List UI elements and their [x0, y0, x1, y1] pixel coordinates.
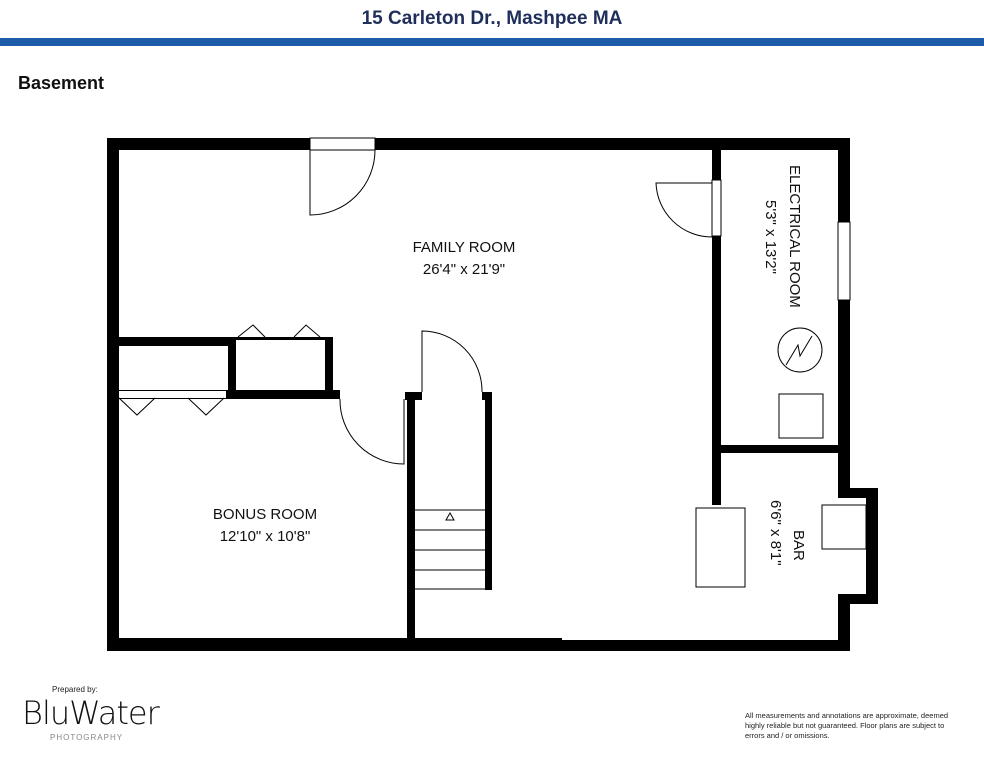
utility-box [778, 393, 824, 439]
floor-name: Basement [18, 73, 105, 93]
page-title: 15 Carleton Dr., Mashpee MA [361, 8, 623, 29]
room-dims-bonus: 12'10" x 10'8" [220, 528, 311, 545]
logo-subtitle: PHOTOGRAPHY [50, 733, 124, 742]
room-dims-family: 26'4" x 21'9" [423, 261, 505, 278]
doors [118, 149, 713, 465]
stairs [415, 509, 485, 590]
room-name-bonus: BONUS ROOM [213, 506, 317, 523]
room-name-family: FAMILY ROOM [413, 239, 516, 256]
room-dims-electrical: 5'3" x 13'2" [762, 200, 779, 274]
disclaimer: All measurements and annotations are app… [745, 711, 949, 740]
room-name-electrical: ELECTRICAL ROOM [786, 165, 803, 308]
bar-sink [821, 504, 867, 550]
prepared-by-label: Prepared by: [52, 685, 98, 694]
header-accent-bar [0, 38, 984, 46]
walls [107, 138, 878, 651]
openings [119, 137, 851, 400]
room-dims-bar: 6'6" x 8'1" [767, 500, 784, 566]
fixtures [695, 327, 867, 588]
logo: BluWater [22, 694, 160, 732]
room-name-bar: BAR [790, 530, 807, 561]
electrical-panel-icon [777, 327, 823, 373]
bar-counter [695, 507, 746, 588]
